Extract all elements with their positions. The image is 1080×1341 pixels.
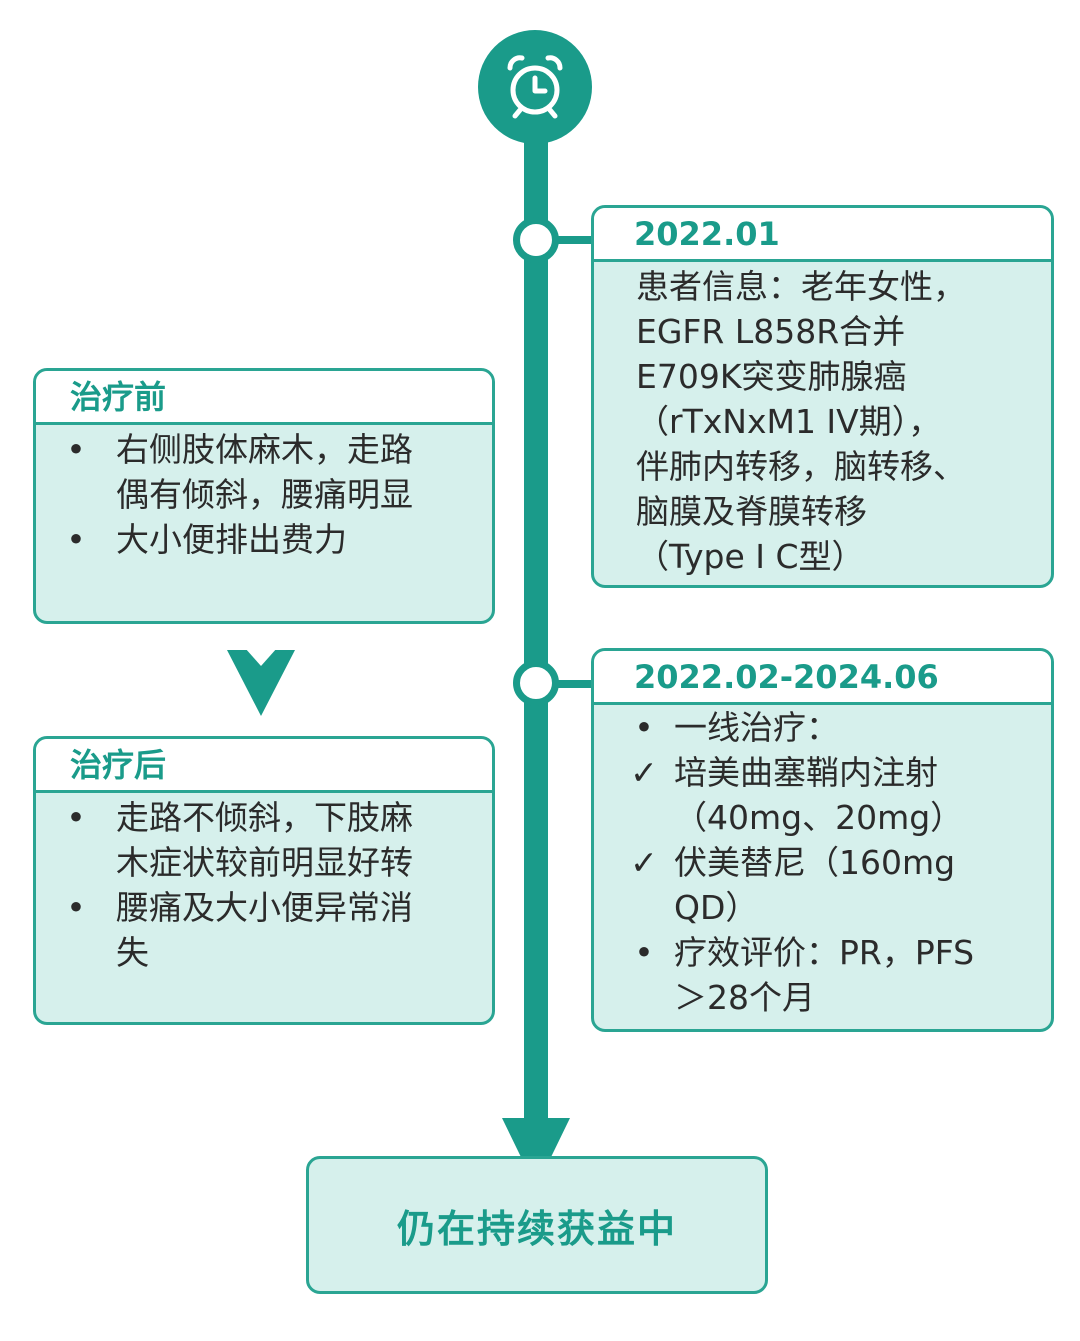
after-treatment-box: 治疗后 • 走路不倾斜，下肢麻木症状较前明显好转 • 腰痛及大小便异常消失 [33, 736, 495, 1025]
bullet-marker: • [66, 430, 86, 469]
treatment-item-text: 伏美替尼（160mg QD） [674, 843, 956, 927]
symptom-item: • 走路不倾斜，下肢麻木症状较前明显好转 [36, 795, 482, 885]
symptom-text: 走路不倾斜，下肢麻木症状较前明显好转 [116, 798, 413, 882]
timeline-node-2 [513, 660, 559, 706]
treatment-item: ✓ 伏美替尼（160mg QD） [614, 840, 1041, 930]
alarm-clock-icon-glyph [507, 55, 563, 119]
timeline-connector-1 [558, 236, 616, 244]
bullet-marker: • [66, 888, 86, 927]
patient-info-line: EGFR L858R合并 [636, 312, 906, 351]
treatment-item-text: 培美曲塞鞘内注射（40mg、20mg） [674, 753, 964, 837]
after-treatment-title: 治疗后 [70, 745, 167, 784]
before-treatment-header: 治疗前 [36, 371, 492, 425]
after-treatment-body: • 走路不倾斜，下肢麻木症状较前明显好转 • 腰痛及大小便异常消失 [36, 793, 492, 975]
treatment-header: 2022.02-2024.06 [594, 651, 1051, 705]
before-treatment-title: 治疗前 [70, 377, 167, 416]
symptom-text: 右侧肢体麻木，走路偶有倾斜，腰痛明显 [116, 430, 413, 514]
treatment-item-text: 疗效评价：PR，PFS＞28个月 [674, 933, 975, 1017]
bullet-marker: • [634, 933, 654, 972]
after-treatment-header: 治疗后 [36, 739, 492, 793]
timeline-axis [524, 100, 548, 1140]
patient-info-line: （Type I C型） [636, 537, 865, 576]
patient-info-date: 2022.01 [634, 214, 780, 253]
symptom-item: • 大小便排出费力 [36, 517, 482, 562]
symptom-item: • 右侧肢体麻木，走路偶有倾斜，腰痛明显 [36, 427, 482, 517]
before-treatment-box: 治疗前 • 右侧肢体麻木，走路偶有倾斜，腰痛明显 • 大小便排出费力 [33, 368, 495, 624]
treatment-box: 2022.02-2024.06 • 一线治疗： ✓ 培美曲塞鞘内注射（40mg、… [591, 648, 1054, 1032]
patient-info-body: 患者信息：老年女性， EGFR L858R合并 E709K突变肺腺癌 （rTxN… [594, 262, 1051, 579]
symptom-text: 腰痛及大小便异常消失 [116, 888, 413, 972]
patient-info-line: 脑膜及脊膜转移 [636, 492, 867, 531]
patient-info-line: E709K突变肺腺癌 [636, 357, 907, 396]
alarm-clock-icon [478, 30, 592, 144]
check-icon: ✓ [630, 843, 658, 882]
result-box: 仍在持续获益中 [306, 1156, 768, 1294]
bullet-marker: • [66, 520, 86, 559]
treatment-item: • 一线治疗： [614, 705, 1041, 750]
treatment-item: • 疗效评价：PR，PFS＞28个月 [614, 930, 1041, 1020]
symptom-text: 大小便排出费力 [116, 520, 347, 559]
result-text: 仍在持续获益中 [396, 1206, 677, 1251]
treatment-item-text: 一线治疗： [674, 708, 839, 747]
treatment-body: • 一线治疗： ✓ 培美曲塞鞘内注射（40mg、20mg） ✓ 伏美替尼（160… [594, 705, 1051, 1020]
down-arrow-notch [245, 648, 277, 666]
patient-info-line: 患者信息：老年女性， [636, 267, 966, 306]
patient-info-line: （rTxNxM1 IV期）， [636, 402, 942, 441]
patient-info-header: 2022.01 [594, 208, 1051, 262]
treatment-date: 2022.02-2024.06 [634, 657, 939, 696]
timeline-node-1 [513, 217, 559, 263]
before-treatment-body: • 右侧肢体麻木，走路偶有倾斜，腰痛明显 • 大小便排出费力 [36, 425, 492, 562]
treatment-item: ✓ 培美曲塞鞘内注射（40mg、20mg） [614, 750, 1041, 840]
bullet-marker: • [634, 708, 654, 747]
symptom-item: • 腰痛及大小便异常消失 [36, 885, 482, 975]
check-icon: ✓ [630, 753, 658, 792]
bullet-marker: • [66, 798, 86, 837]
timeline-connector-2 [558, 680, 616, 688]
patient-info-box: 2022.01 患者信息：老年女性， EGFR L858R合并 E709K突变肺… [591, 205, 1054, 588]
patient-info-line: 伴肺内转移，脑转移、 [636, 447, 966, 486]
